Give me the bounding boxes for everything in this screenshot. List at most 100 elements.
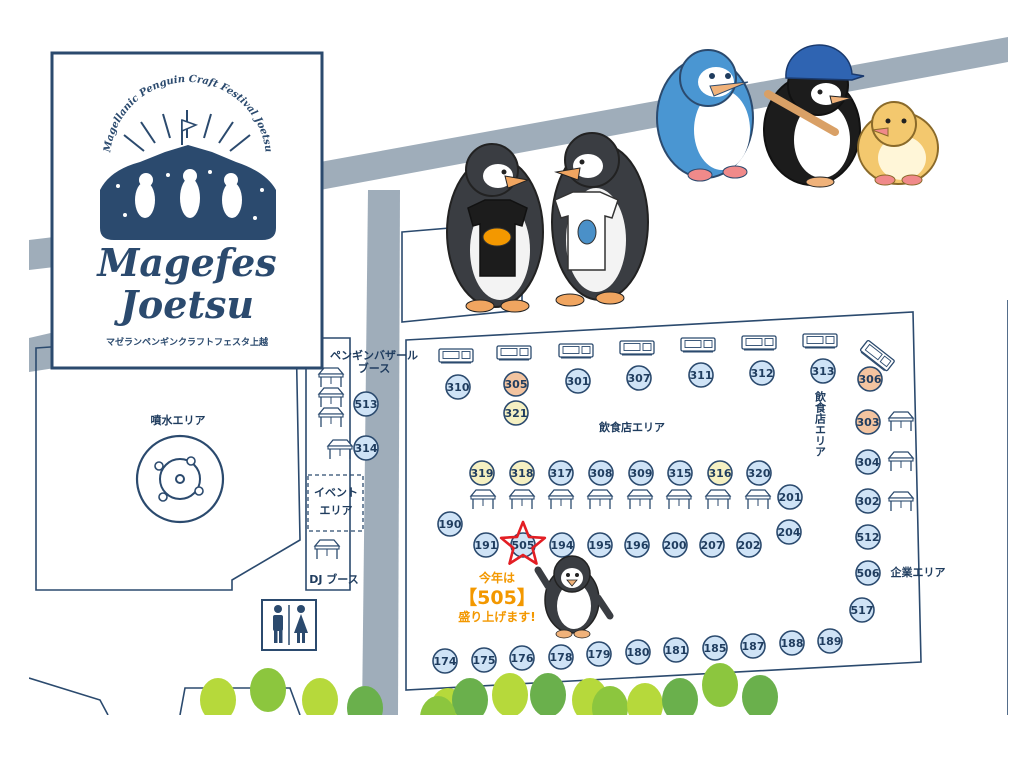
booth-number: 311: [690, 369, 713, 382]
booth-190: 190: [437, 511, 463, 537]
booth-number: 306: [859, 373, 882, 386]
penguin-character-icon: [656, 44, 939, 188]
booth-number: 202: [738, 539, 761, 552]
booth-circle: [779, 630, 805, 656]
booth-circle: [624, 532, 650, 558]
fountain-area-label: 噴水エリア: [151, 413, 206, 427]
booth-303: 303: [855, 409, 881, 435]
booth-number: 181: [665, 644, 688, 657]
booth-number: 196: [626, 539, 649, 552]
booth-number: 321: [505, 407, 528, 420]
booth-number: 187: [742, 640, 765, 653]
booth-circle: [471, 647, 497, 673]
penguin-bazaar-label: ペンギンバザール: [330, 348, 418, 362]
booth-312: 312: [749, 360, 775, 386]
booth-circle: [588, 460, 614, 486]
booth-number: 180: [627, 646, 650, 659]
booth-number: 308: [590, 467, 613, 480]
booth-circle: [855, 488, 881, 514]
booth-circle: [625, 639, 651, 665]
booth-321: 321: [503, 400, 529, 426]
booth-circle: [626, 365, 652, 391]
tree-icon: [530, 673, 566, 715]
booth-207: 207: [699, 532, 725, 558]
booth-517: 517: [849, 597, 875, 623]
booth-number: 506: [857, 567, 880, 580]
booth-181: 181: [663, 637, 689, 663]
booth-number: 305: [505, 378, 528, 391]
booth-number: 307: [628, 372, 651, 385]
booth-number: 178: [550, 651, 573, 664]
booth-circle: [548, 460, 574, 486]
booth-302: 302: [855, 488, 881, 514]
booth-circle: [437, 511, 463, 537]
booth-circle: [855, 449, 881, 475]
booth-circle: [503, 400, 529, 426]
logo-subtitle: マゼランペンギンクラフトフェスタ上越: [106, 336, 269, 348]
dj-booth-label: DJ ブース: [309, 572, 359, 586]
booth-circle: [855, 560, 881, 586]
booth-191: 191: [473, 532, 499, 558]
booth-circle: [699, 532, 725, 558]
booth-179: 179: [586, 641, 612, 667]
booth-202: 202: [736, 532, 762, 558]
booth-number: 175: [473, 654, 496, 667]
booth-circle: [688, 362, 714, 388]
penguin-bazaar-label-2: ブース: [358, 361, 390, 375]
booth-number: 316: [709, 467, 732, 480]
booth-number: 320: [748, 467, 771, 480]
booth-number: 512: [857, 531, 880, 544]
tree-icon: [627, 683, 663, 715]
booth-305: 305: [503, 371, 529, 397]
food-area-label: 飲食店エリア: [598, 420, 665, 434]
booth-circle: [509, 645, 535, 671]
booth-number: 517: [851, 604, 874, 617]
booth-circle: [746, 460, 772, 486]
tree-icon: [302, 678, 338, 715]
booth-number: 179: [588, 648, 611, 661]
booth-number: 318: [511, 467, 534, 480]
tree-icon: [250, 668, 286, 712]
booth-number: 301: [567, 375, 590, 388]
booth-circle: [810, 358, 836, 384]
booth-circle: [473, 532, 499, 558]
booth-512: 512: [855, 524, 881, 550]
booth-circle: [353, 391, 379, 417]
booth-number: 207: [701, 539, 724, 552]
booth-314: 314: [353, 435, 379, 461]
booth-307: 307: [626, 365, 652, 391]
event-area-label: イベント: [314, 486, 358, 499]
booth-176: 176: [509, 645, 535, 671]
booth-311: 311: [688, 362, 714, 388]
booth-circle: [586, 641, 612, 667]
tree-icon: [200, 678, 236, 715]
booth-circle: [707, 460, 733, 486]
booth-number: 314: [355, 442, 378, 455]
booth-circle: [445, 374, 471, 400]
booth-306: 306: [857, 366, 883, 392]
booth-number: 513: [355, 398, 378, 411]
booth-number: 176: [511, 652, 534, 665]
event-area-label-2: エリア: [320, 504, 353, 517]
booth-189: 189: [817, 628, 843, 654]
booth-circle: [667, 460, 693, 486]
tree-icon: [347, 686, 383, 715]
booth-circle: [855, 524, 881, 550]
tree-icon: [200, 663, 778, 715]
booth-circle: [749, 360, 775, 386]
booth-174: 174: [432, 648, 458, 674]
booth-200: 200: [662, 532, 688, 558]
booth-175: 175: [471, 647, 497, 673]
company-area-label: 企業エリア: [890, 565, 946, 579]
booth-circle: [565, 368, 591, 394]
booth-number: 310: [447, 381, 470, 394]
booth-506: 506: [855, 560, 881, 586]
booth-circle: [549, 532, 575, 558]
booth-number: 185: [704, 642, 727, 655]
festival-logo: Magellanic Penguin Craft Festival Joetsu…: [50, 51, 324, 370]
booth-number: 317: [550, 467, 573, 480]
booth-317: 317: [548, 460, 574, 486]
callout-line2: 【505】: [458, 586, 536, 609]
